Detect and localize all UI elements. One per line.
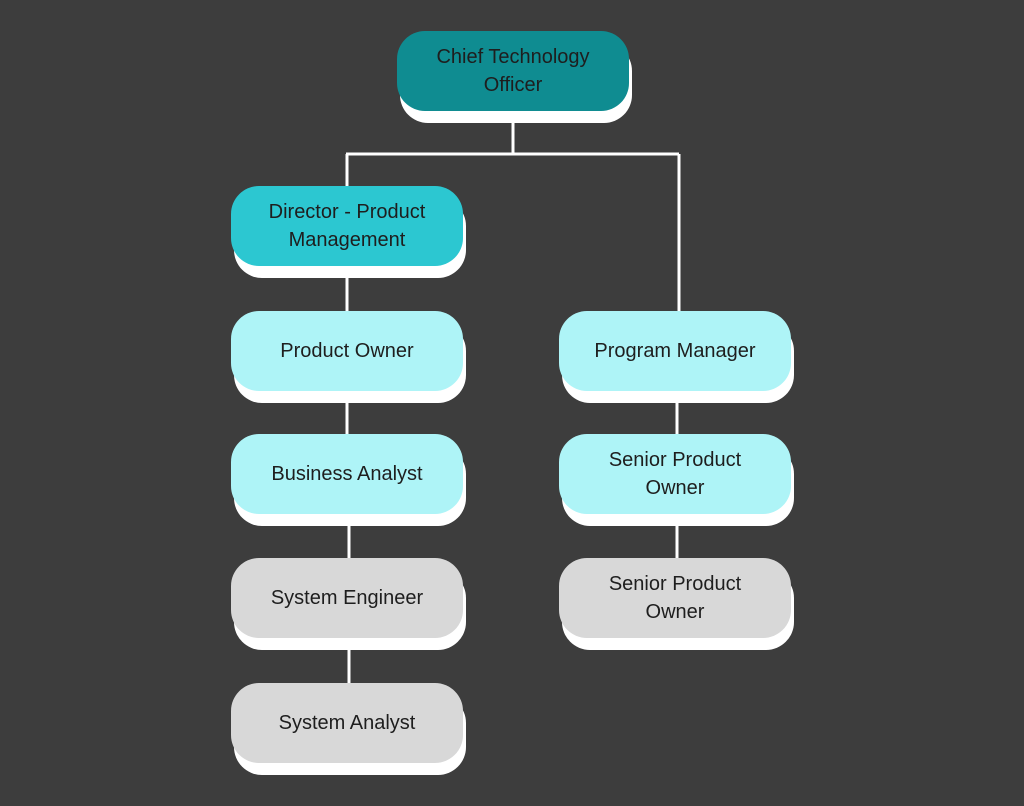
node-program-manager: Program Manager	[559, 311, 794, 403]
node-label: Program Manager	[594, 340, 756, 362]
node-senior-product-owner-2: Senior Product Owner	[559, 558, 794, 650]
node-label: Senior Product Owner	[608, 449, 742, 499]
node-box: System Engineer	[231, 558, 463, 638]
node-label: Senior Product Owner	[608, 573, 742, 623]
node-label: System Engineer	[270, 587, 424, 609]
node-box: Chief Technology Officer	[397, 31, 629, 111]
node-chief-technology-officer: Chief Technology Officer	[397, 31, 632, 123]
node-system-engineer: System Engineer	[231, 558, 466, 650]
node-label: Product Owner	[280, 340, 414, 362]
node-label: Business Analyst	[271, 463, 423, 485]
node-box: Business Analyst	[231, 434, 463, 514]
node-senior-product-owner: Senior Product Owner	[559, 434, 794, 526]
node-box: System Analyst	[231, 683, 463, 763]
node-product-owner: Product Owner	[231, 311, 466, 403]
node-label: Chief Technology Officer	[436, 46, 590, 96]
node-box: Director - Product Management	[231, 186, 463, 266]
node-label: Director - Product Management	[268, 201, 426, 251]
node-box: Program Manager	[559, 311, 791, 391]
node-box: Product Owner	[231, 311, 463, 391]
node-system-analyst: System Analyst	[231, 683, 466, 775]
node-box: Senior Product Owner	[559, 558, 791, 638]
node-box: Senior Product Owner	[559, 434, 791, 514]
node-label: System Analyst	[278, 712, 416, 734]
node-business-analyst: Business Analyst	[231, 434, 466, 526]
node-director-product-management: Director - Product Management	[231, 186, 466, 278]
